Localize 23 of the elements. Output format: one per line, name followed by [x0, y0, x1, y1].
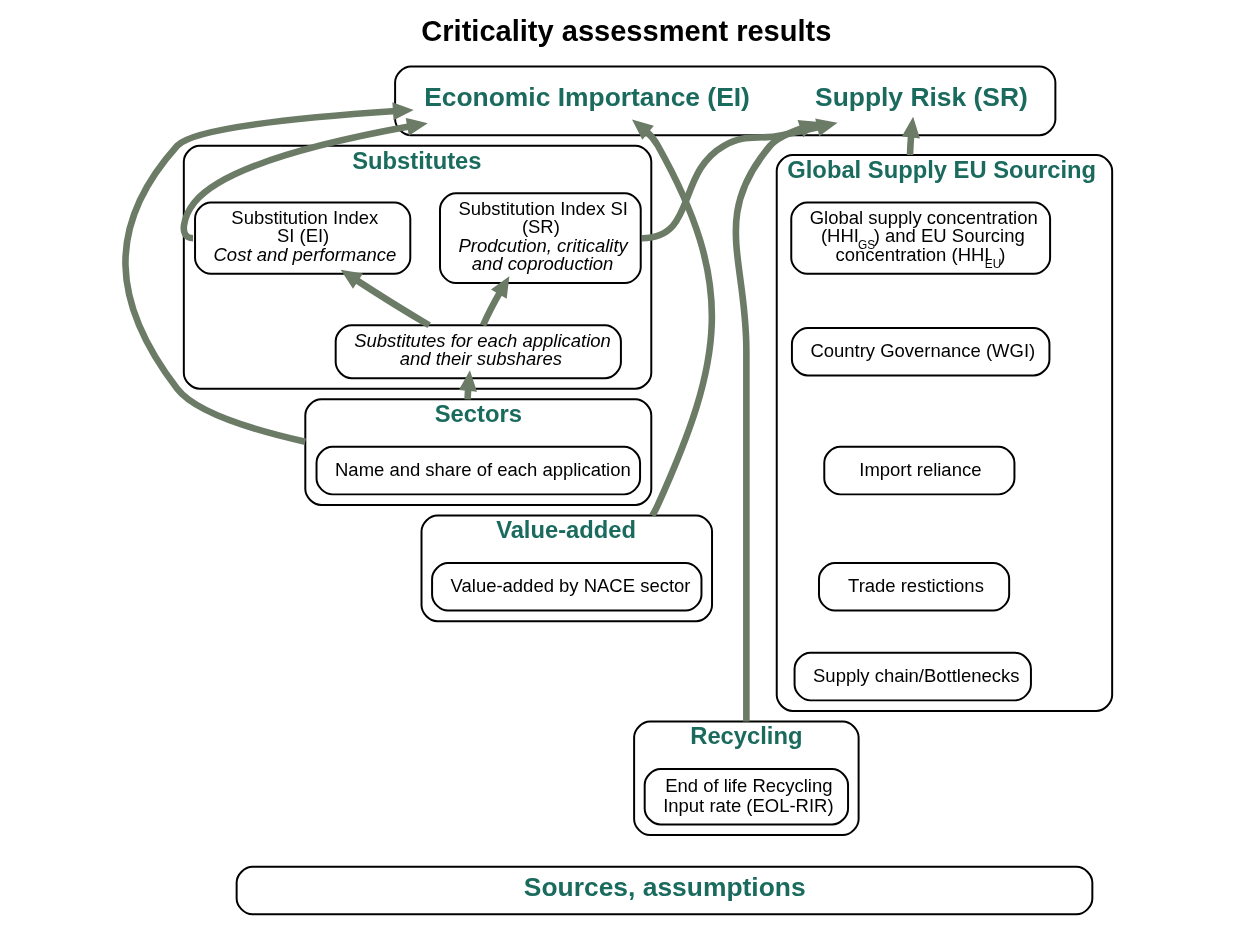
node-box: Substitution Index SI (SR) Prodcution, criticality and coproduction [438, 192, 642, 285]
arrow [732, 119, 820, 722]
node-box: End of life Recycling Input rate (EOL-RIR) [643, 768, 849, 826]
node-box: Value-added by NACE sector [430, 562, 702, 612]
arrow [121, 102, 414, 445]
node-box: Country Governance (WGI) [790, 327, 1050, 377]
arrow [641, 118, 837, 242]
node-box: Supply chain/Bottlenecks [793, 651, 1032, 702]
arrow [180, 117, 428, 242]
node-box: Trade restictions [817, 562, 1010, 612]
node-box: Import reliance [822, 445, 1015, 496]
diagram-title: Criticality assessment results [420, 14, 831, 47]
arrow [901, 116, 920, 156]
node-box: Substitution Index SI (EI) Cost and performance [193, 201, 411, 275]
node-text: Economic Importance (EI) [423, 82, 750, 113]
arrow [631, 119, 715, 518]
arrow [479, 276, 509, 327]
node-box: Name and share of each application [315, 445, 641, 496]
node-box: Substitutes for each application and their subshares [334, 324, 622, 380]
node-box: Sources, assumptions [235, 865, 1093, 916]
node-text: Supply Risk (SR) [814, 82, 1028, 113]
node-box: Global supply concentration (HHI$_{GS}$) and EU Sourcing concentration (HHI$_{EU}$) [789, 201, 1051, 275]
arrow [340, 269, 431, 329]
